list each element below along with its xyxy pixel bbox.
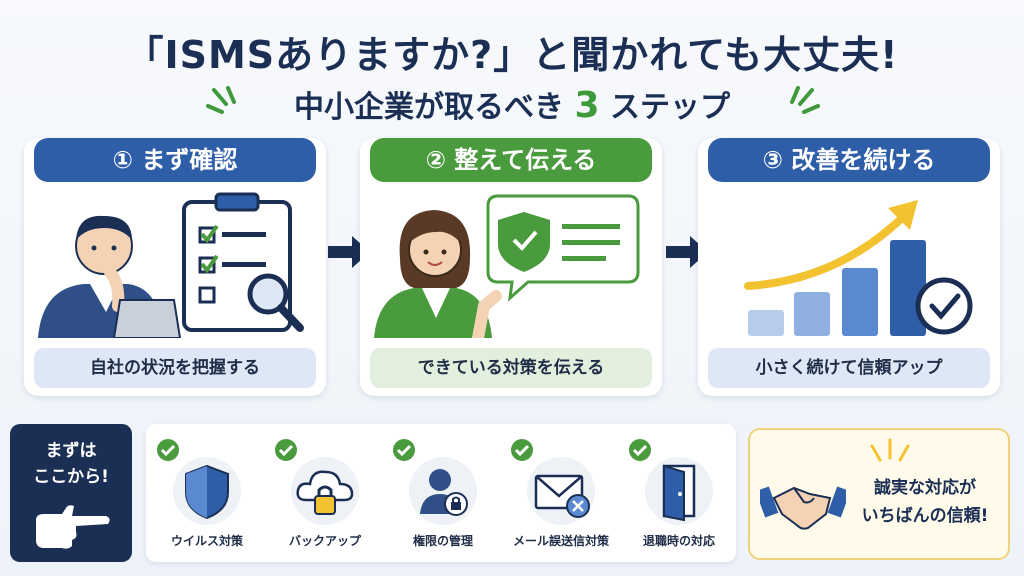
check-circle-icon: [275, 439, 297, 461]
measure-label-3: 権限の管理: [412, 534, 473, 548]
pointing-hand-icon: [36, 505, 110, 549]
cloud-lock-icon: [291, 457, 359, 525]
spark-left-icon: [206, 86, 236, 114]
page-subtitle: 中小企業が取るべき 3 ステップ: [0, 82, 1024, 126]
step-title-3: ③ 改善を続ける: [708, 138, 990, 182]
step-card-3: ③ 改善を続ける 小さく続けて信頼アップ: [698, 138, 1000, 396]
start-here-text: まずは ここから!: [10, 438, 132, 490]
step-title-1: ① まず確認: [34, 138, 316, 182]
check-circle-icon: [511, 439, 533, 461]
thinking-businessman-checklist-icon: [38, 192, 304, 338]
mail-cancel-icon: [527, 457, 595, 525]
closing-message-panel: 誠実な対応が いちばんの信頼!: [748, 428, 1010, 560]
step-caption-1: 自社の状況を把握する: [34, 348, 316, 388]
door-icon: [645, 457, 713, 525]
measure-label-5: 退職時の対応: [642, 534, 715, 548]
step-caption-3: 小さく続けて信頼アップ: [708, 348, 990, 388]
measure-item-3: 権限の管理: [388, 434, 498, 554]
check-circle-icon: [393, 439, 415, 461]
start-here-panel: まずは ここから!: [10, 424, 132, 562]
subtitle-prefix: 中小企業が取るべき: [294, 90, 565, 125]
spark-right-icon: [790, 86, 820, 114]
check-circle-icon: [629, 439, 651, 461]
shield-icon: [173, 457, 241, 525]
check-circle-icon: [157, 439, 179, 461]
closing-text: 誠実な対応が いちばんの信頼!: [842, 474, 1008, 530]
measure-label-2: バックアップ: [288, 534, 361, 548]
user-lock-icon: [409, 457, 477, 525]
closing-line-1: 誠実な対応が: [874, 478, 976, 498]
measure-label-1: ウイルス対策: [170, 534, 243, 548]
subtitle-suffix: ステップ: [609, 90, 730, 125]
arrow-right-icon: [328, 236, 370, 268]
closing-line-2: いちばんの信頼!: [861, 506, 989, 526]
start-here-line-1: まずは: [45, 441, 97, 461]
subtitle-number: 3: [574, 85, 600, 126]
step-caption-2: できている対策を伝える: [370, 348, 652, 388]
measure-item-2: バックアップ: [270, 434, 380, 554]
start-here-line-2: ここから!: [33, 467, 109, 487]
measure-item-4: メール誤送信対策: [506, 434, 616, 554]
measure-item-5: 退職時の対応: [624, 434, 734, 554]
handshake-icon: [760, 486, 846, 530]
step-card-1: ① まず確認 自社の状況を把握する: [24, 138, 326, 396]
woman-explaining-security-icon: [374, 194, 640, 338]
measure-list: ウイルス対策 バックアップ 権限の管理: [146, 424, 736, 562]
step-card-2: ② 整えて伝える できている対策を伝える: [360, 138, 662, 396]
sparkle-rays-icon: [870, 438, 910, 462]
growth-chart-check-icon: [744, 200, 973, 336]
measure-item-1: ウイルス対策: [152, 434, 262, 554]
measure-label-4: メール誤送信対策: [512, 534, 609, 548]
step-title-2: ② 整えて伝える: [370, 138, 652, 182]
arrow-right-icon: [666, 236, 708, 268]
page-title: 「ISMSありますか?」と聞かれても大丈夫!: [125, 33, 899, 77]
